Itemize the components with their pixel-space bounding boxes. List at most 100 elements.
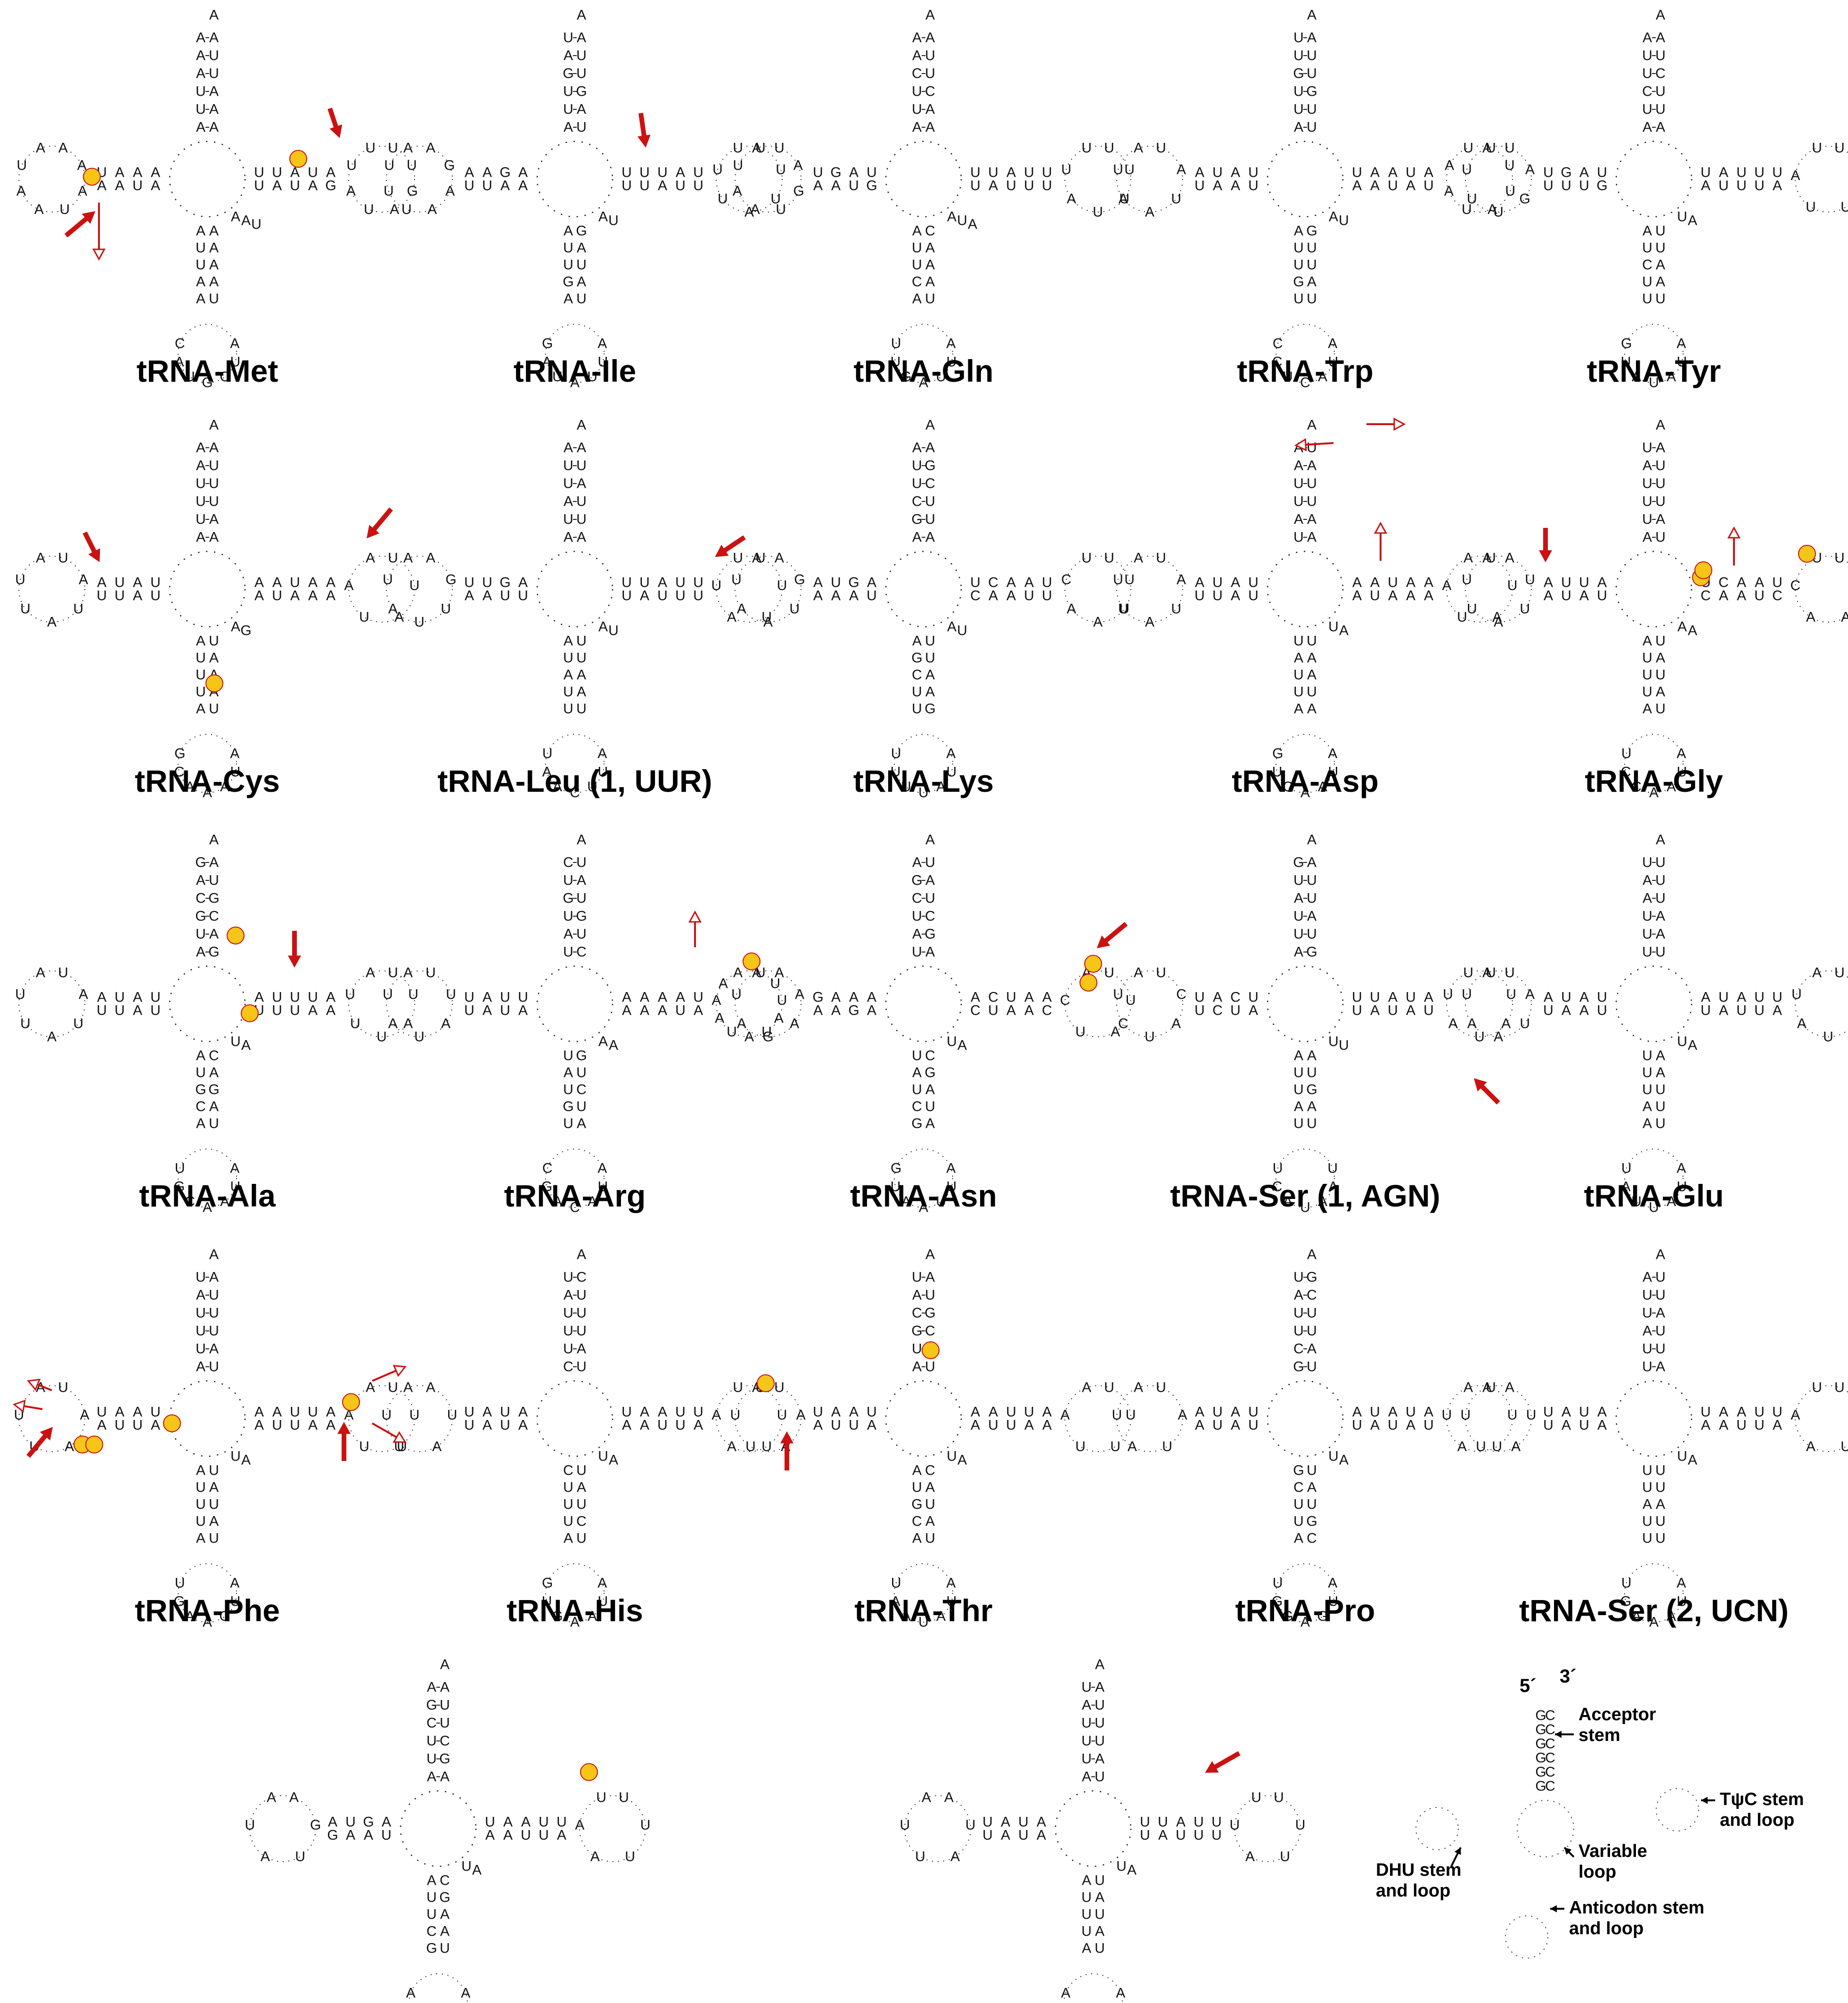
tpsic-loop-nt: A — [1067, 191, 1076, 206]
dhu-stem-nt: U — [1194, 990, 1205, 1005]
tpsic-loop-nt: U — [1104, 550, 1114, 566]
anticodon-stem-nt: U — [563, 1082, 573, 1098]
anticodon-stem-nt: G — [924, 701, 935, 717]
central-loop — [1267, 550, 1344, 628]
tpsic-loop-nt: U — [388, 965, 398, 981]
tpsic-loop-nt: U — [1834, 140, 1845, 156]
tpsic-stem-nt: U — [290, 1003, 300, 1018]
tpsic-loop-nt-outline — [1064, 146, 1131, 213]
anticodon-stem-nt: U — [576, 1463, 587, 1478]
tpsic-stem-nt: G — [325, 178, 336, 194]
anticodon-stem-nt: U — [1307, 1116, 1317, 1132]
anticodon-stem-nt: U — [576, 1531, 587, 1546]
legend-acceptor-nt: G — [1535, 1779, 1546, 1794]
variable-loop-nt: A — [957, 1038, 967, 1053]
acceptor-stem-nt: U — [912, 476, 922, 492]
anticodon-stem-nt: U — [1642, 240, 1652, 256]
legend-text: and loop — [1569, 1919, 1644, 1938]
anticodon-loop-nt-outline — [178, 1149, 237, 1208]
acceptor-end-nt: A — [577, 418, 586, 433]
acceptor-stem-nt: U — [1655, 944, 1666, 960]
anticodon-stem-nt: U — [925, 633, 935, 649]
acceptor-stem-nt: C — [563, 1359, 573, 1375]
tpsic-loop-nt: A — [394, 609, 404, 625]
anticodon-stem-nt: A — [1643, 701, 1652, 717]
anticodon-loop-nt: A — [1632, 369, 1641, 385]
acceptor-stem-nt: A — [209, 84, 219, 99]
tpsic-stem-nt: A — [1719, 1404, 1728, 1420]
dhu-loop-nt: A — [80, 1407, 90, 1423]
acceptor-stem-nt: U — [1293, 48, 1304, 64]
tpsic-stem-nt: A — [1406, 178, 1415, 194]
anticodon-loop-nt: U — [947, 764, 957, 780]
dhu-stem-nt: A — [1231, 588, 1240, 604]
variable-loop-nt: U — [230, 1449, 241, 1464]
acceptor-stem-nt: U — [576, 1288, 587, 1303]
dhu-stem-nt: U — [132, 1418, 143, 1433]
tpsic-loop-nt: A — [733, 965, 743, 981]
dhu-loop-nt: A — [1178, 1407, 1187, 1423]
tpsic-loop-nt: U — [1075, 1439, 1086, 1454]
anticodon-stem-nt: U — [912, 1082, 922, 1098]
acceptor-stem-nt: U — [209, 1288, 219, 1303]
acceptor-stem-nt: A — [209, 927, 219, 942]
anticodon-stem-nt: U — [1642, 1514, 1652, 1529]
acceptor-stem-nt: A — [912, 48, 922, 64]
acceptor-stem-nt: U — [1655, 1341, 1666, 1357]
acceptor-stem-nt: U — [1095, 1716, 1105, 1731]
dhu-loop-nt-outline — [386, 146, 453, 213]
dhu-stem-nt: A — [1579, 165, 1589, 181]
dhu-stem-nt: A — [831, 178, 841, 194]
tpsic-loop-nt: A — [344, 1407, 353, 1423]
acceptor-end-nt: A — [209, 1247, 219, 1263]
dhu-loop-nt: U — [295, 1849, 305, 1864]
acceptor-stem-nt: C — [925, 476, 935, 492]
tpsic-loop-nt: A — [590, 1849, 600, 1864]
dhu-loop-nt: A — [1482, 140, 1492, 156]
acceptor-stem-nt: U — [209, 48, 219, 64]
dhu-loop-nt-outline — [735, 146, 801, 213]
variable-loop-nt: U — [957, 623, 967, 639]
tpsic-loop-nt-outline — [1446, 556, 1513, 623]
variable-loop-nt: A — [241, 1038, 251, 1053]
acceptor-stem-nt: U — [1655, 855, 1666, 870]
acceptor-stem-nt: U — [1655, 494, 1666, 509]
trna-label: tRNA-Arg — [504, 1178, 646, 1213]
dhu-loop-nt: U — [73, 601, 83, 616]
legend-anticodon-loop — [1505, 1915, 1548, 1959]
anticodon-loop-nt-outline — [178, 734, 237, 793]
variable-loop-nt: A — [598, 1034, 608, 1050]
tpsic-stem-nt: U — [1388, 575, 1398, 591]
dhu-stem-nt: U — [849, 1418, 859, 1433]
anticodon-stem-nt: A — [1656, 1497, 1665, 1512]
anticodon-stem-nt: G — [1293, 274, 1304, 290]
dhu-stem-nt: A — [1597, 1418, 1607, 1433]
dhu-loop-nt: A — [751, 202, 760, 217]
tpsic-stem-nt: U — [1176, 1828, 1186, 1843]
dhu-stem-nt: A — [849, 1404, 859, 1420]
anticodon-stem-nt: U — [576, 633, 587, 649]
anticodon-stem-nt: U — [912, 1048, 922, 1064]
tpsic-loop-nt: U — [1486, 550, 1496, 566]
tpsic-stem-nt: A — [308, 1003, 318, 1018]
tpsic-loop-nt: U — [733, 140, 743, 156]
tpsic-stem-nt: A — [1773, 1418, 1782, 1433]
acceptor-stem-nt: U — [576, 120, 587, 135]
tpsic-loop-nt: U — [1812, 140, 1822, 156]
tpsic-stem-nt: U — [308, 165, 318, 181]
tpsic-stem-nt: U — [539, 1828, 549, 1843]
tpsic-loop-nt: A — [1457, 1439, 1467, 1454]
anticodon-stem-nt: A — [1294, 1531, 1303, 1546]
central-loop — [1615, 550, 1693, 628]
red-arrow-icon — [26, 1427, 53, 1458]
dhu-loop-nt: A — [426, 140, 435, 156]
dhu-loop-nt: A — [1525, 162, 1535, 177]
acceptor-stem-nt: U — [563, 84, 573, 99]
acceptor-stem-nt: U — [1081, 1716, 1092, 1731]
tpsic-loop-nt: U — [777, 578, 787, 593]
acceptor-stem-nt: U — [912, 458, 922, 474]
dhu-stem-nt: U — [345, 1814, 356, 1830]
acceptor-stem-nt: U — [1307, 48, 1317, 64]
anticodon-stem-nt: U — [1642, 291, 1652, 307]
dhu-loop-nt: U — [59, 202, 70, 217]
